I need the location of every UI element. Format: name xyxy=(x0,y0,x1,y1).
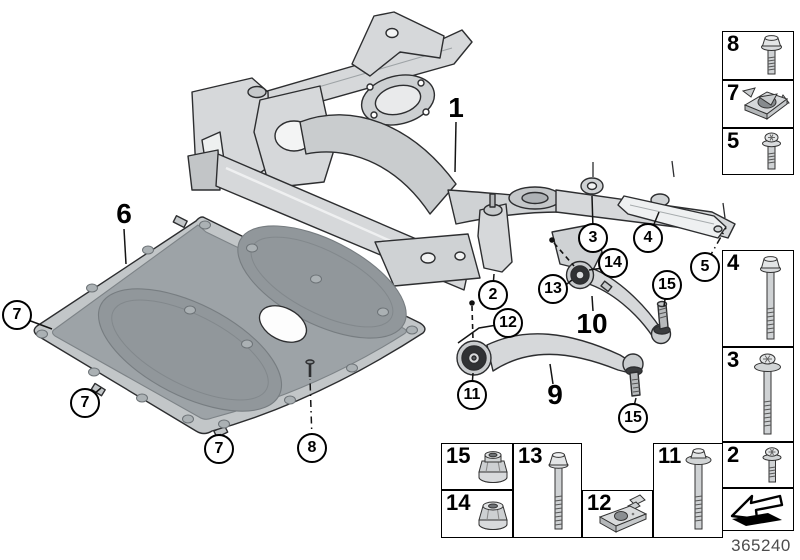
callout-12[interactable]: 12 xyxy=(493,308,523,338)
control-arm-10-drawing xyxy=(565,260,672,345)
flange-nut-icon xyxy=(478,501,508,530)
callout-3[interactable]: 3 xyxy=(578,223,608,253)
front-axle-carrier-drawing xyxy=(187,11,736,291)
legend-box-3-number: 3 xyxy=(727,347,740,372)
control-arm-9-drawing xyxy=(456,333,644,397)
callout-2[interactable]: 2 xyxy=(478,280,508,310)
legend-box-5-number: 5 xyxy=(727,128,740,153)
callout-15a[interactable]: 15 xyxy=(652,270,682,300)
callout-11[interactable]: 11 xyxy=(457,380,487,410)
torx-washer-bolt-long-icon xyxy=(754,353,781,434)
underbody-shield-drawing xyxy=(33,215,426,439)
legend-box-15-number: 15 xyxy=(446,443,471,468)
legend-box-11[interactable]: 11 xyxy=(653,443,723,538)
legend-box-8-number: 8 xyxy=(727,31,740,56)
part-label-10[interactable]: 10 xyxy=(576,308,608,339)
part-label-9[interactable]: 9 xyxy=(547,379,563,410)
callout-7a[interactable]: 7 xyxy=(2,300,32,330)
hex-flange-bolt-long-icon xyxy=(760,255,781,339)
callout-5[interactable]: 5 xyxy=(690,252,720,282)
direction-arrow-box xyxy=(722,488,794,531)
legend-box-13-number: 13 xyxy=(518,443,543,468)
drawing-number: 365240 xyxy=(731,536,791,555)
slide-in-clip-nut-icon xyxy=(598,494,648,533)
legend-box-4-number: 4 xyxy=(727,250,740,275)
callout-7b[interactable]: 7 xyxy=(70,388,100,418)
legend-box-2[interactable]: 2 xyxy=(722,442,794,488)
front-direction-arrow-icon xyxy=(730,494,784,526)
legend-box-2-number: 2 xyxy=(727,442,740,467)
legend-box-7-number: 7 xyxy=(727,80,740,105)
washer-head-bolt-long-icon xyxy=(685,447,712,529)
callout-13[interactable]: 13 xyxy=(538,274,568,304)
legend-box-14-number: 14 xyxy=(446,490,471,515)
hex-flange-bolt-medium-icon xyxy=(548,451,569,529)
legend-box-12-number: 12 xyxy=(587,490,612,515)
callout-14[interactable]: 14 xyxy=(598,248,628,278)
legend-box-14[interactable]: 14 xyxy=(441,490,513,538)
part-label-6[interactable]: 6 xyxy=(116,198,132,229)
leader-dots xyxy=(469,237,555,306)
legend-box-8[interactable]: 8 xyxy=(722,31,794,80)
legend-box-11-number: 11 xyxy=(658,443,682,468)
legend-box-7[interactable]: 7 xyxy=(722,80,794,128)
legend-box-4[interactable]: 4 xyxy=(722,250,794,347)
legend-box-5[interactable]: 5 xyxy=(722,128,794,175)
legend-box-13[interactable]: 13 xyxy=(513,443,582,538)
torx-flange-bolt-short-icon xyxy=(762,132,781,169)
part-label-1[interactable]: 1 xyxy=(448,92,464,123)
legend-box-3[interactable]: 3 xyxy=(722,347,794,442)
hex-flange-bolt-icon xyxy=(761,34,782,74)
legend-box-12[interactable]: 12 xyxy=(582,490,653,538)
cage-nut-icon xyxy=(741,87,790,120)
torx-washer-bolt-short-icon xyxy=(762,447,782,483)
callout-7c[interactable]: 7 xyxy=(204,434,234,464)
collar-flange-nut-icon xyxy=(478,450,508,483)
callout-15b[interactable]: 15 xyxy=(618,403,648,433)
callout-8[interactable]: 8 xyxy=(297,433,327,463)
callout-4[interactable]: 4 xyxy=(633,223,663,253)
legend-box-15[interactable]: 15 xyxy=(441,443,513,490)
